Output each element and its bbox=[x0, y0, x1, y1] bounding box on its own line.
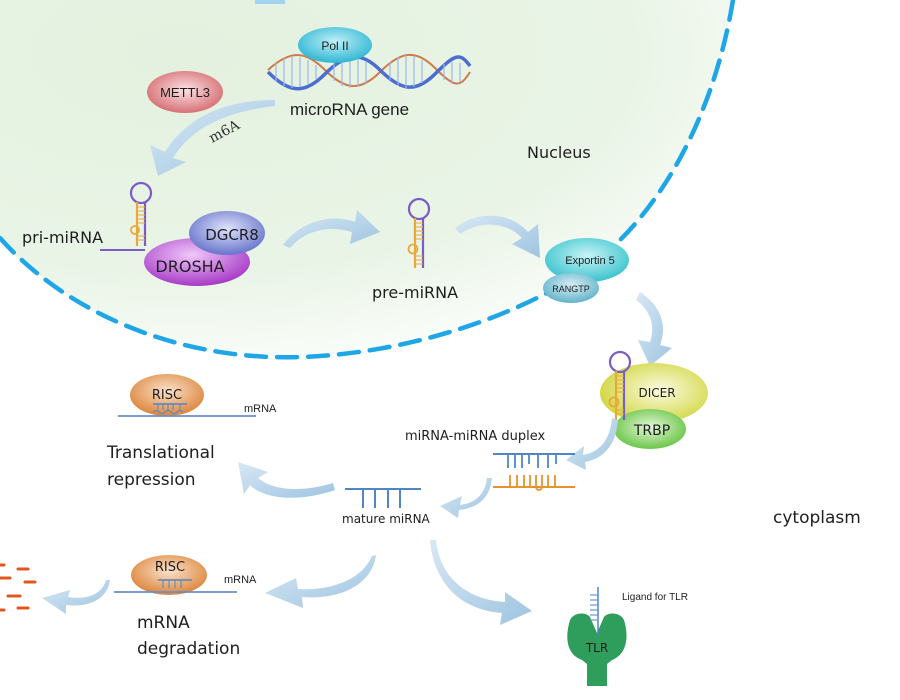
arrow-to-exportin bbox=[455, 215, 540, 258]
rangtp-label: RANGTP bbox=[552, 284, 590, 294]
trbp-label: TRBP bbox=[633, 423, 670, 439]
mature-mirna-icon bbox=[345, 488, 421, 508]
arrow-to-fragments bbox=[42, 580, 110, 614]
mettl3-protein: METTL3 bbox=[147, 71, 223, 113]
rangtp-protein: RANGTP bbox=[543, 273, 599, 303]
exportin5-protein: Exportin 5 bbox=[545, 238, 629, 282]
risc-top-complex: RISC bbox=[118, 374, 256, 417]
ligand-for-tlr-label: Ligand for TLR bbox=[622, 592, 688, 603]
cytoplasm-label: cytoplasm bbox=[773, 508, 861, 528]
tlr-receptor: TLR bbox=[567, 587, 627, 686]
tlr-label: TLR bbox=[585, 641, 608, 655]
mrna-degradation-label-1: mRNA bbox=[137, 613, 190, 633]
arrow-to-mrna-degradation bbox=[265, 555, 376, 608]
drosha-label: DROSHA bbox=[155, 257, 224, 276]
risc-top-label: RISC bbox=[152, 388, 182, 403]
m6a-arrow bbox=[150, 100, 275, 176]
dicer-label: DICER bbox=[638, 386, 675, 400]
pol2-protein: Pol II bbox=[298, 27, 372, 63]
translational-repression-label-2: repression bbox=[107, 470, 196, 490]
pre-mirna-label: pre-miRNA bbox=[372, 283, 458, 302]
nuclear-membrane bbox=[0, 0, 736, 360]
dgcr8-label: DGCR8 bbox=[205, 226, 259, 244]
dna-helix-icon bbox=[266, 53, 472, 91]
dicer-hairpin-icon bbox=[608, 350, 632, 420]
dicer-protein: DICER bbox=[600, 363, 708, 423]
pre-mirna-hairpin-icon bbox=[407, 197, 431, 268]
exportin5-label: Exportin 5 bbox=[565, 255, 615, 267]
mrna-fragments-icon bbox=[0, 563, 37, 612]
arrow-to-duplex bbox=[566, 418, 618, 470]
risc-bottom-label: RISC bbox=[155, 560, 185, 575]
mrna-degradation-label-2: degradation bbox=[137, 639, 240, 659]
arrow-to-tlr bbox=[430, 540, 532, 625]
dgcr8-protein: DGCR8 bbox=[189, 211, 265, 255]
translational-repression-label-1: Translational bbox=[106, 443, 215, 463]
pri-mirna-hairpin-icon bbox=[100, 181, 153, 251]
arrow-to-translational-repression bbox=[238, 462, 335, 498]
microrna-gene-label: microRNA gene bbox=[290, 100, 409, 119]
duplex-icon bbox=[493, 453, 575, 491]
mrna-bottom-label: mRNA bbox=[224, 574, 257, 586]
mature-mirna-label: mature miRNA bbox=[342, 512, 431, 526]
arrow-to-dicer bbox=[636, 292, 672, 366]
mettl3-label: METTL3 bbox=[160, 85, 210, 100]
membrane-top-fragment bbox=[255, 0, 285, 4]
risc-bottom-complex: RISC bbox=[114, 555, 237, 595]
duplex-label: miRNA-miRNA duplex bbox=[405, 429, 546, 444]
mrna-top-label: mRNA bbox=[244, 403, 277, 415]
trbp-protein: TRBP bbox=[614, 409, 686, 449]
arrow-to-mature bbox=[440, 478, 492, 518]
nucleus-label: Nucleus bbox=[527, 143, 591, 162]
pri-mirna-label: pri-miRNA bbox=[22, 228, 103, 247]
arrow-to-pre-mirna bbox=[283, 210, 380, 248]
pol2-label: Pol II bbox=[321, 39, 348, 53]
